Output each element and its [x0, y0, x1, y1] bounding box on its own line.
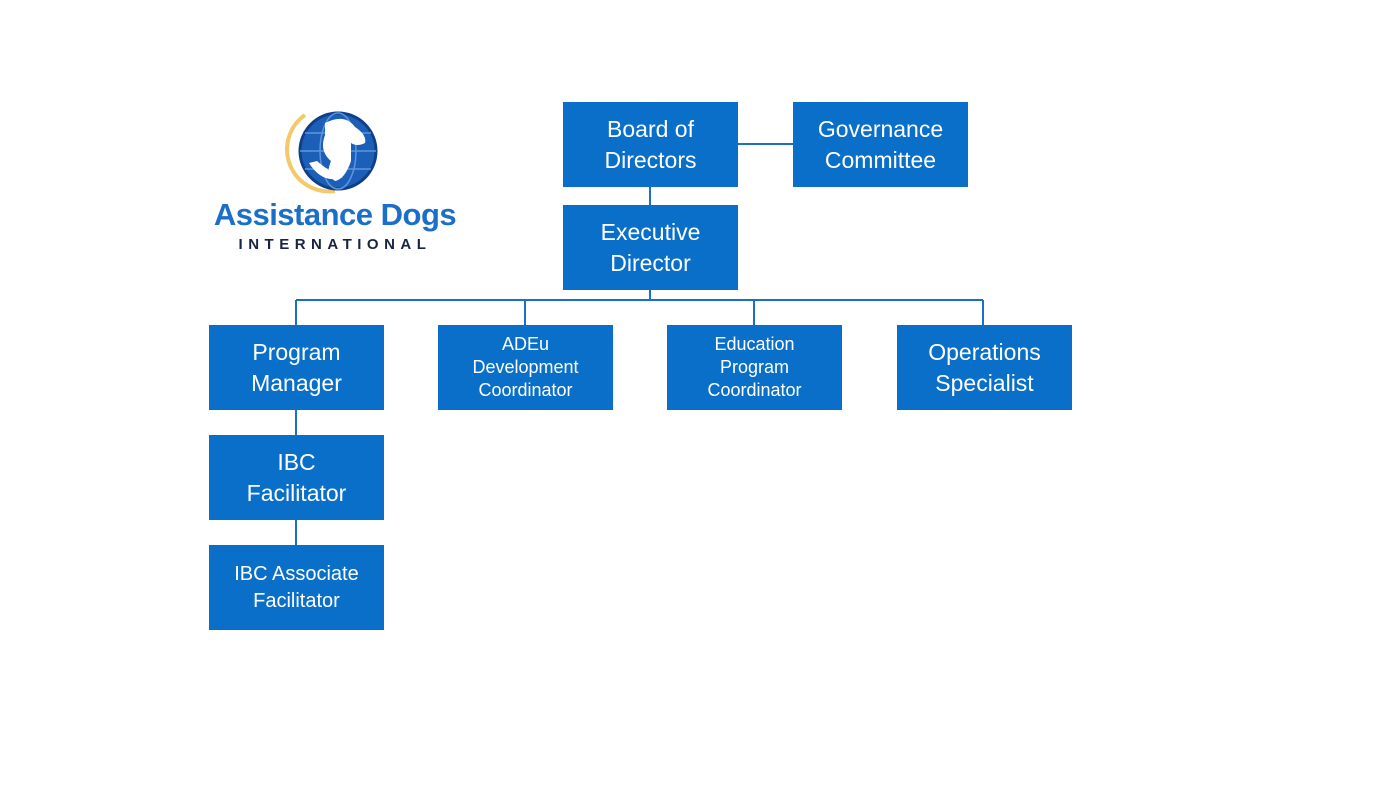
node-program-manager: Program Manager — [209, 325, 384, 410]
dog-globe-icon — [285, 111, 378, 194]
node-adeu-development-coordinator: ADEu Development Coordinator — [438, 325, 613, 410]
node-governance-committee: Governance Committee — [793, 102, 968, 187]
node-operations-specialist: Operations Specialist — [897, 325, 1072, 410]
node-ibc-associate-facilitator: IBC Associate Facilitator — [209, 545, 384, 630]
logo-subtitle: INTERNATIONAL — [238, 236, 432, 253]
node-executive-director: Executive Director — [563, 205, 738, 290]
node-ibc-facilitator: IBC Facilitator — [209, 435, 384, 520]
logo-title: Assistance Dogs — [213, 197, 457, 232]
assistance-dogs-international-logo: Assistance Dogs INTERNATIONAL — [205, 105, 465, 255]
node-board-of-directors: Board of Directors — [563, 102, 738, 187]
node-education-program-coordinator: Education Program Coordinator — [667, 325, 842, 410]
